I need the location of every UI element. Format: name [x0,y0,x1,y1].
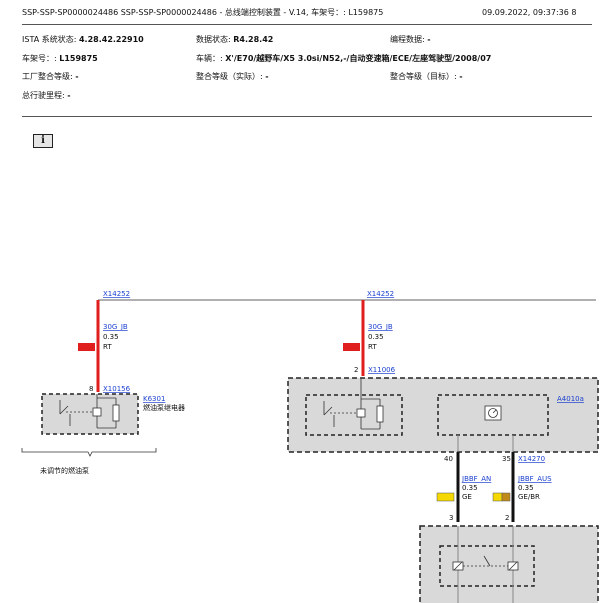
vin-value: L159875 [59,54,98,63]
ista-status: ISTA 系统状态: 4.28.42.22910 [22,35,144,45]
actual-level-label: 整合等级（实际）: [196,72,263,81]
module-ref[interactable]: A4010a [557,395,584,403]
programming-data-value: - [427,35,431,44]
left-wire-color: RT [103,343,112,351]
right-wire-size: 0.35 [368,333,384,341]
wire-a-size: 0.35 [462,484,478,492]
wire-a-swatch [436,492,455,502]
right-wire-color-swatch [343,343,360,351]
programming-data: 编程数据: - [390,35,431,45]
wire-b-swatch-brown [501,492,511,502]
programming-data-label: 编程数据: [390,35,425,44]
right-pin-number: 2 [354,366,358,374]
right-relay-box [305,394,403,436]
mileage: 总行驶里程: - [22,91,71,101]
header-rule [22,24,592,25]
right-connector-top[interactable]: X14252 [367,290,394,298]
info-icon: i [41,135,45,146]
connector-out[interactable]: X14270 [518,455,545,463]
data-status-value: R4.28.42 [233,35,274,44]
right-wire-name[interactable]: 30G_JB [368,323,393,331]
factory-level-label: 工厂整合等级: [22,72,73,81]
left-relay-symbol [59,394,120,429]
wire-a-color: GE [462,493,472,501]
left-relay-ref[interactable]: K6301 [143,395,165,403]
pin-b: 35 [502,455,511,463]
left-bracket-label: 未调节的燃油泵 [40,466,89,475]
data-status-label: 数据状态: [196,35,231,44]
data-status: 数据状态: R4.28.42 [196,35,273,45]
target-level-value: - [459,72,463,81]
document-title: SSP-SSP-SP0000024486 SSP-SSP-SP000002448… [22,8,383,18]
right-wire-color: RT [368,343,377,351]
bottom-relay-symbol [452,555,519,571]
wire-b-swatch-yellow [492,492,503,502]
factory-level: 工厂整合等级: - [22,72,79,82]
wire-b-name[interactable]: JBBF_AUS [517,475,552,483]
left-relay-name: 燃油泵继电器 [143,403,185,412]
left-wire-size: 0.35 [103,333,119,341]
pin-d: 2 [505,514,509,522]
left-wire-name[interactable]: 30G_JB [103,323,128,331]
controller-icon-needle [492,409,497,414]
pin-a: 40 [444,455,453,463]
right-relay-symbol [323,379,384,430]
vin-label: 车架号：: [22,54,57,63]
info-button[interactable]: i [33,134,53,148]
left-pin-number: 8 [89,385,93,393]
ista-status-value: 4.28.42.22910 [78,35,144,44]
document-datetime: 09.09.2022, 09:37:36 8 [482,8,576,18]
vehicle-label: 车辆：: [196,54,223,63]
ista-status-label: ISTA 系统状态: [22,35,77,44]
left-connector-bottom[interactable]: X10156 [103,385,131,393]
target-level-label: 整合等级（目标）: [390,72,457,81]
vin: 车架号：: L159875 [22,54,98,64]
factory-level-value: - [75,72,79,81]
vehicle-value: X'/E70/越野车/X5 3.0si/N52,-/自动变速箱/ECE/左座驾驶… [225,54,492,63]
actual-level: 整合等级（实际）: - [196,72,269,82]
actual-level-value: - [265,72,269,81]
vehicle: 车辆：: X'/E70/越野车/X5 3.0si/N52,-/自动变速箱/ECE… [196,54,491,64]
controller-icon-dial [488,408,498,418]
wire-b-color: GE/BR [518,493,540,501]
pin-c: 3 [449,514,453,522]
wire-b-size: 0.35 [518,484,534,492]
mileage-value: - [67,91,71,100]
left-bracket [21,448,157,457]
left-relay-box [41,393,139,435]
target-level: 整合等级（目标）: - [390,72,463,82]
datetime-text: 09.09.2022, 09:37:36 [482,8,569,17]
left-connector-top[interactable]: X14252 [103,290,130,298]
right-connector-bottom[interactable]: X11006 [368,366,396,374]
info-rule [22,116,592,117]
left-wire-color-swatch [78,343,95,351]
page-number: 8 [571,8,577,17]
document-title-text: SSP-SSP-SP0000024486 SSP-SSP-SP000002448… [22,8,384,17]
mileage-label: 总行驶里程: [22,91,65,100]
wire-a-name[interactable]: JBBF_AN [461,475,491,483]
